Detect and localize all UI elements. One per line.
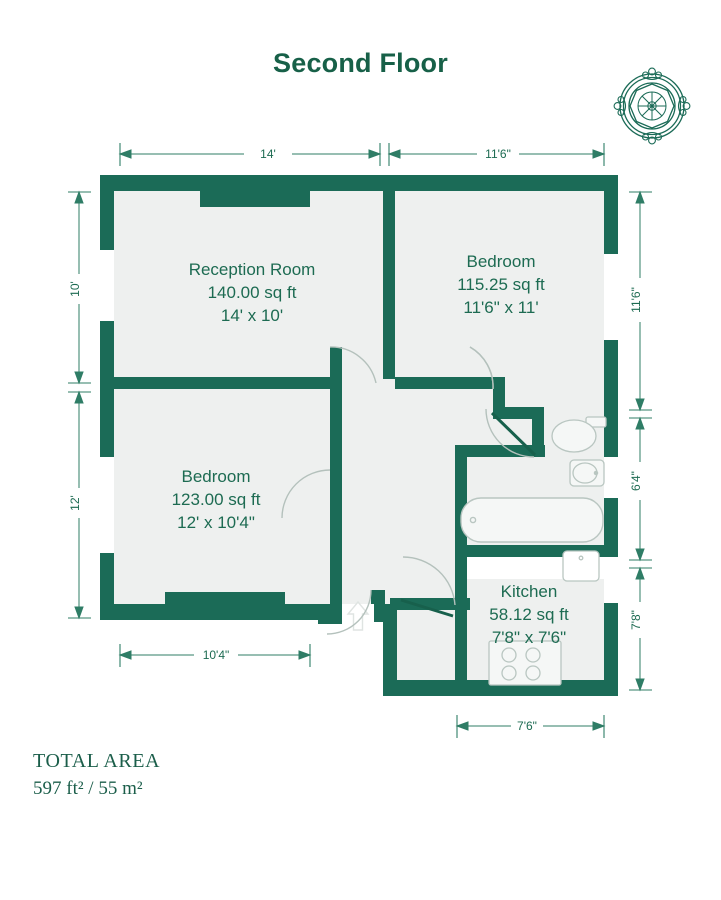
room-name: Reception Room	[188, 260, 316, 279]
total-area-block: TOTAL AREA 597 ft² / 55 m²	[33, 748, 160, 802]
dimension-label-bottom-right: 7'6"	[517, 719, 537, 733]
cooker-hob-icon	[488, 640, 562, 686]
dimension-label-right-middle: 6'4"	[629, 471, 643, 491]
window-openings	[100, 248, 618, 605]
page-title: Second Floor	[273, 48, 448, 78]
dimension-top-left	[118, 143, 382, 166]
kitchen-sink-icon	[467, 550, 605, 582]
dimension-label-left-upper: 10'	[68, 281, 82, 297]
dimension-right-upper	[629, 190, 652, 412]
dimension-label-bottom-left: 10'4"	[203, 648, 230, 662]
dimension-bottom-left	[118, 644, 312, 667]
room-dimensions: 7'8" x 7'6"	[491, 628, 567, 647]
room-area: 140.00 sq ft	[207, 283, 297, 302]
room-area: 115.25 sq ft	[457, 275, 545, 294]
dimension-top-right	[387, 143, 606, 166]
room-name: Bedroom	[181, 467, 251, 486]
room-name: Kitchen	[500, 582, 558, 601]
dimension-label-top-right: 11'6"	[485, 147, 511, 161]
dimension-left-upper	[68, 190, 91, 385]
room-label-kitchen: Kitchen 58.12 sq ft 7'8" x 7'6"	[449, 580, 609, 649]
door-swings	[281, 346, 535, 635]
dimension-right-middle	[629, 416, 652, 562]
dimension-left-lower	[68, 390, 91, 620]
room-area: 123.00 sq ft	[171, 490, 261, 509]
room-label-bedroom-lower: Bedroom 123.00 sq ft 12' x 10'4"	[126, 465, 306, 534]
wash-basin-icon	[569, 459, 605, 487]
room-dimensions: 14' x 10'	[220, 306, 284, 325]
door-leaves	[400, 411, 537, 618]
dimension-lines	[68, 143, 652, 738]
room-label-bedroom-upper: Bedroom 115.25 sq ft 11'6" x 11'	[411, 250, 591, 319]
room-label-reception-room: Reception Room 140.00 sq ft 14' x 10'	[152, 258, 352, 327]
dimension-bottom-right	[455, 715, 606, 738]
toilet-icon	[551, 416, 607, 453]
total-area-value: 597 ft² / 55 m²	[33, 778, 143, 799]
compass-rose-icon	[604, 58, 700, 154]
dimension-label-right-upper: 11'6"	[629, 287, 643, 313]
dimension-right-lower	[629, 566, 652, 692]
bathtub-icon	[460, 497, 604, 543]
room-area: 58.12 sq ft	[489, 605, 569, 624]
room-dimensions: 12' x 10'4"	[177, 513, 255, 532]
total-area-label: TOTAL AREA	[33, 750, 161, 772]
dimension-label-left-lower: 12'	[68, 495, 82, 511]
up-arrow-icon	[342, 600, 374, 636]
room-name: Bedroom	[466, 252, 536, 271]
dimension-label-right-lower: 7'8"	[629, 610, 643, 630]
dimension-label-top-left: 14'	[260, 147, 276, 161]
room-dimensions: 11'6" x 11'	[463, 298, 539, 317]
walls	[100, 175, 618, 696]
